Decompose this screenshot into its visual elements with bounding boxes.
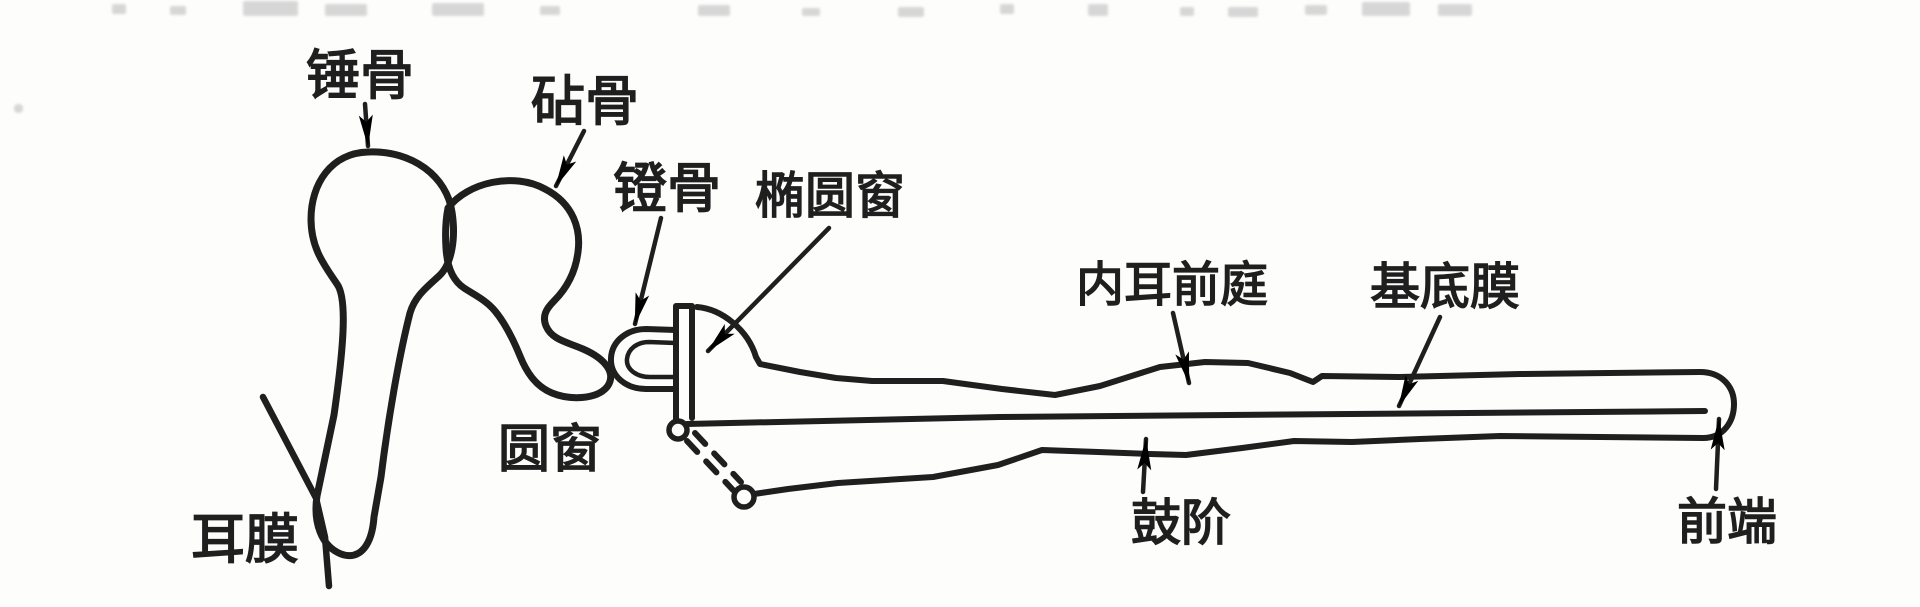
scan-artifacts (14, 1, 1472, 113)
round-window-label: 圆窗 (498, 421, 602, 479)
scala-tympani-label: 鼓阶 (1131, 495, 1231, 551)
oval-window-arrow (705, 225, 832, 354)
malleus-label: 锤骨 (306, 46, 414, 106)
basilar-membrane-label: 基底膜 (1370, 259, 1520, 315)
round-window-membrane-circle (731, 484, 757, 510)
basilar-membrane-arrow (1396, 314, 1443, 409)
stapes-inner-outline (624, 339, 679, 380)
stapes-outer-outline (608, 326, 679, 392)
eardrum-line (259, 393, 333, 590)
vestibule-label: 内耳前庭 (1076, 259, 1268, 312)
basilar-membrane-line (684, 408, 1708, 427)
cochlea-outline (694, 304, 1737, 497)
apex-label: 前端 (1677, 494, 1777, 550)
eardrum-label: 耳膜 (191, 510, 299, 570)
apex-arrow (1710, 416, 1725, 492)
malleus-outline (307, 148, 457, 559)
stapes-label: 镫骨 (613, 159, 721, 219)
round-window-dashed-line-b (692, 430, 744, 485)
incus-outline (442, 177, 615, 402)
ink-strokes (259, 101, 1737, 590)
incus-label: 砧骨 (531, 72, 639, 132)
vestibule-arrow (1170, 310, 1192, 386)
round-window-hinge-circle (666, 418, 690, 442)
leader-arrows (358, 101, 1725, 495)
oval-window-bar (673, 303, 695, 423)
incus-arrow (553, 128, 587, 189)
round-window-dashed-line-a (684, 438, 736, 493)
diagram-labels: 锤骨 砧骨 镫骨 椭圆窗 圆窗 耳膜 内耳前庭 基底膜 鼓阶 前端 (191, 46, 1777, 570)
oval-window-label: 椭圆窗 (755, 168, 905, 224)
stapes-arrow (632, 215, 664, 327)
malleus-arrow (358, 101, 373, 149)
scala-tympani-arrow (1137, 436, 1152, 495)
